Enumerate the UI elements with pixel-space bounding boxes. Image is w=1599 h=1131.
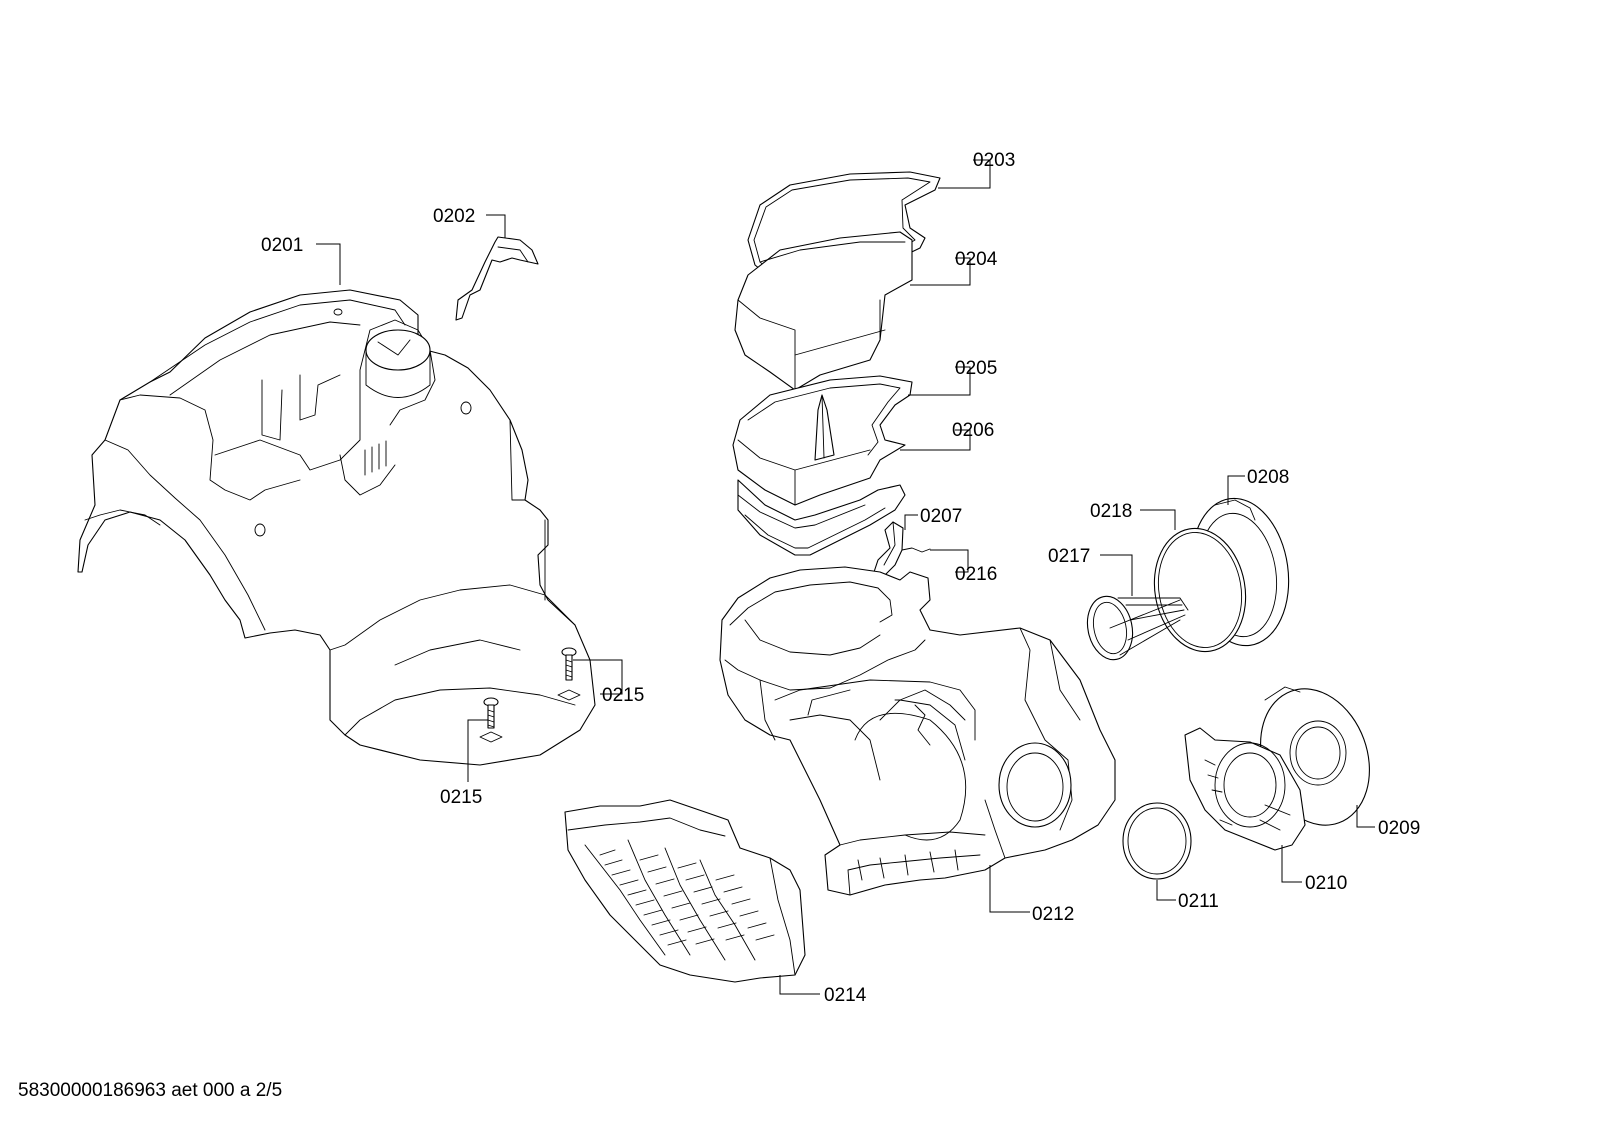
leader-0212 [989,865,1030,913]
leader-0204 [910,257,971,286]
leader-0218 [1140,509,1176,530]
leader-0215b [467,719,488,782]
callout-0207: 0207 [920,506,962,527]
callout-0202: 0202 [433,206,475,227]
leader-0214 [779,975,820,995]
leader-0205 [908,366,971,396]
leader-0209 [1356,805,1375,828]
part-0204-filter-cover [734,231,913,391]
part-0207-clip [872,521,904,579]
leader-lines [316,159,1375,995]
leader-0217 [1100,554,1133,596]
leader-0211 [1156,880,1176,901]
leader-0202 [486,214,506,238]
leader-0206 [900,429,971,451]
part-0206-filter-tray [737,479,906,556]
part-0210-outlet-frame [1184,727,1306,851]
part-0215-screw-b [479,697,503,743]
callout-0212: 0212 [1032,904,1074,925]
part-0215-screw-a [557,647,581,701]
callout-0210: 0210 [1305,873,1347,894]
callout-0217: 0217 [1048,546,1090,567]
callout-0216: 0216 [955,564,997,585]
callout-0205: 0205 [955,358,997,379]
callout-0201: 0201 [261,235,303,256]
callout-0218: 0218 [1090,501,1132,522]
part-0216-spring [901,547,931,553]
callout-0204: 0204 [955,249,998,270]
callout-0203: 0203 [973,150,1015,171]
part-0211-ring-gasket [1122,802,1192,880]
callout-0215-a: 0215 [602,685,644,706]
part-0217-cone-filter [1086,595,1189,661]
callout-0208: 0208 [1247,467,1289,488]
part-0212-motor-housing [719,566,1116,896]
leader-0208 [1227,475,1245,505]
leader-0207 [904,514,918,530]
leader-0210 [1281,845,1302,883]
leader-0216 [930,549,969,573]
leader-0215a [573,659,623,695]
callout-0215-b: 0215 [440,787,482,808]
callout-0209: 0209 [1378,818,1420,839]
part-0214-grille [564,799,806,983]
document-id: 58300000186963 aet 000 a 2/5 [18,1080,283,1101]
callout-labels: 0201 0202 0203 0204 0205 0206 0207 0216 … [261,150,1420,1006]
callout-0206: 0206 [952,420,994,441]
callout-0211: 0211 [1178,891,1219,912]
part-0202-latch [455,236,539,321]
leader-0201 [316,243,341,285]
part-0205-filter-frame [732,375,913,506]
leader-0203 [938,159,991,189]
callout-0214: 0214 [824,985,867,1006]
part-0201-housing [77,289,596,766]
